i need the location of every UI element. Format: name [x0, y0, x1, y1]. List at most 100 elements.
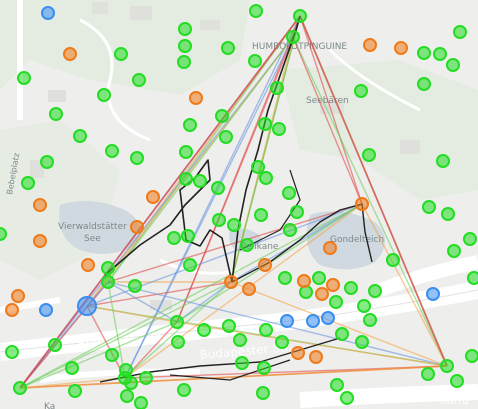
station-marker-green[interactable] — [293, 9, 307, 23]
station-marker-green[interactable] — [101, 261, 115, 275]
station-marker-orange[interactable] — [81, 258, 95, 272]
station-marker-green[interactable] — [222, 319, 236, 333]
station-marker-orange[interactable] — [258, 258, 272, 272]
station-marker-green[interactable] — [436, 154, 450, 168]
station-marker-green[interactable] — [450, 374, 464, 388]
station-marker-green[interactable] — [211, 181, 225, 195]
station-marker-green[interactable] — [181, 229, 195, 243]
station-marker-green[interactable] — [5, 345, 19, 359]
station-marker-green[interactable] — [40, 155, 54, 169]
station-marker-orange[interactable] — [63, 47, 77, 61]
station-marker-green[interactable] — [49, 107, 63, 121]
station-marker-orange[interactable] — [291, 346, 305, 360]
station-marker-blue[interactable] — [280, 314, 294, 328]
station-marker-green[interactable] — [21, 176, 35, 190]
station-marker-orange[interactable] — [355, 197, 369, 211]
station-marker-blue[interactable] — [321, 311, 335, 325]
station-marker-green[interactable] — [463, 232, 477, 246]
station-marker-green[interactable] — [467, 271, 478, 285]
station-marker-green[interactable] — [329, 295, 343, 309]
station-marker-green[interactable] — [422, 200, 436, 214]
station-marker-orange[interactable] — [5, 303, 19, 317]
station-marker-green[interactable] — [386, 253, 400, 267]
station-marker-green[interactable] — [73, 129, 87, 143]
station-marker-green[interactable] — [178, 39, 192, 53]
station-marker-green[interactable] — [177, 383, 191, 397]
station-marker-green[interactable] — [193, 174, 207, 188]
station-marker-green[interactable] — [240, 238, 254, 252]
station-marker-green[interactable] — [465, 349, 478, 363]
station-marker-blue[interactable] — [41, 6, 55, 20]
station-marker-green[interactable] — [167, 231, 181, 245]
station-marker-green[interactable] — [417, 46, 431, 60]
station-marker-green[interactable] — [128, 279, 142, 293]
station-marker-green[interactable] — [212, 213, 226, 227]
station-marker-green[interactable] — [299, 285, 313, 299]
station-marker-green[interactable] — [65, 361, 79, 375]
station-marker-green[interactable] — [355, 335, 369, 349]
station-marker-green[interactable] — [254, 208, 268, 222]
station-marker-orange[interactable] — [146, 190, 160, 204]
station-marker-green[interactable] — [368, 284, 382, 298]
station-marker-orange[interactable] — [11, 289, 25, 303]
station-marker-green[interactable] — [363, 313, 377, 327]
station-marker-green[interactable] — [270, 81, 284, 95]
station-marker-green[interactable] — [417, 77, 431, 91]
station-marker-green[interactable] — [183, 258, 197, 272]
station-marker-green[interactable] — [101, 275, 115, 289]
station-marker-green[interactable] — [312, 271, 326, 285]
station-marker-green[interactable] — [283, 223, 297, 237]
station-marker-orange[interactable] — [130, 220, 144, 234]
station-marker-green[interactable] — [282, 186, 296, 200]
station-marker-green[interactable] — [249, 4, 263, 18]
station-marker-green[interactable] — [0, 227, 7, 241]
station-marker-orange[interactable] — [33, 198, 47, 212]
station-marker-green[interactable] — [272, 122, 286, 136]
station-marker-green[interactable] — [171, 335, 185, 349]
station-marker-green[interactable] — [132, 73, 146, 87]
station-marker-orange[interactable] — [326, 278, 340, 292]
station-marker-green[interactable] — [453, 25, 467, 39]
station-marker-green[interactable] — [183, 118, 197, 132]
station-marker-orange[interactable] — [224, 275, 238, 289]
station-marker-green[interactable] — [259, 171, 273, 185]
station-marker-green[interactable] — [105, 348, 119, 362]
station-marker-green[interactable] — [433, 47, 447, 61]
station-marker-green[interactable] — [134, 396, 148, 409]
station-marker-green[interactable] — [197, 323, 211, 337]
station-marker-orange[interactable] — [363, 38, 377, 52]
station-marker-green[interactable] — [447, 244, 461, 258]
station-marker-green[interactable] — [275, 335, 289, 349]
station-marker-green[interactable] — [235, 356, 249, 370]
station-marker-green[interactable] — [178, 22, 192, 36]
station-marker-orange[interactable] — [394, 41, 408, 55]
station-marker-orange[interactable] — [189, 91, 203, 105]
station-marker-green[interactable] — [233, 333, 247, 347]
station-marker-green[interactable] — [139, 371, 153, 385]
station-marker-green[interactable] — [440, 359, 454, 373]
station-marker-green[interactable] — [177, 55, 191, 69]
station-marker-green[interactable] — [330, 378, 344, 392]
station-marker-green[interactable] — [286, 30, 300, 44]
station-marker-green[interactable] — [259, 323, 273, 337]
station-marker-green[interactable] — [290, 205, 304, 219]
station-marker-green[interactable] — [124, 376, 138, 390]
station-marker-blue[interactable] — [39, 303, 53, 317]
station-marker-green[interactable] — [421, 367, 435, 381]
station-marker-green[interactable] — [179, 172, 193, 186]
station-marker-green[interactable] — [446, 58, 460, 72]
station-marker-green[interactable] — [278, 271, 292, 285]
station-marker-green[interactable] — [13, 381, 27, 395]
station-marker-orange[interactable] — [242, 282, 256, 296]
station-marker-orange[interactable] — [297, 274, 311, 288]
station-marker-green[interactable] — [219, 130, 233, 144]
station-marker-orange[interactable] — [309, 350, 323, 364]
station-marker-green[interactable] — [354, 84, 368, 98]
station-marker-green[interactable] — [362, 148, 376, 162]
station-marker-green[interactable] — [215, 109, 229, 123]
station-marker-green[interactable] — [105, 144, 119, 158]
station-marker-green[interactable] — [357, 299, 371, 313]
station-marker-blue-large[interactable] — [77, 296, 97, 316]
station-marker-green[interactable] — [256, 386, 270, 400]
